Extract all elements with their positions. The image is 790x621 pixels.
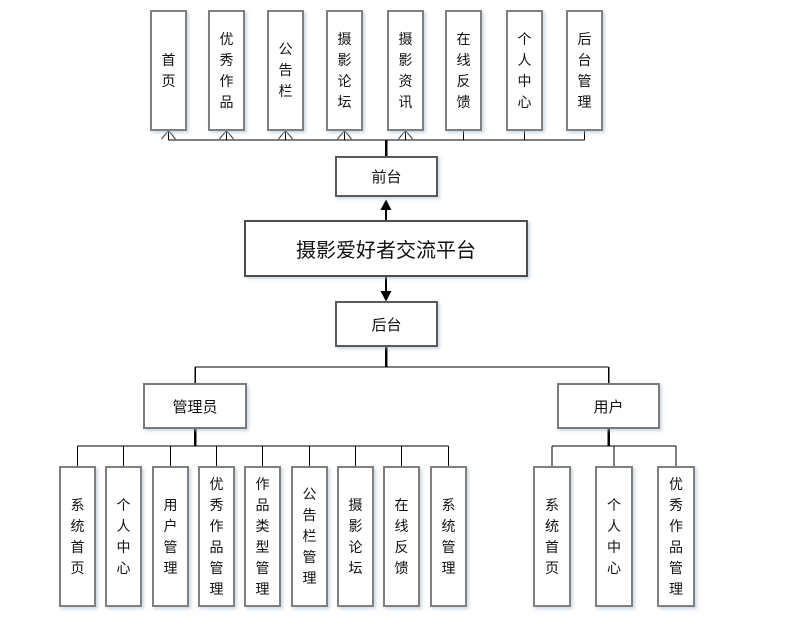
front-bus-line <box>167 131 586 156</box>
front-item-photo-forum: 摄影论坛 <box>326 10 363 131</box>
admin-item-photo-forum: 摄影论坛 <box>337 466 374 607</box>
admin-node-label: 管理员 <box>172 398 218 416</box>
front-item-home-label: 首页 <box>161 51 176 89</box>
admin-bus-line <box>76 429 450 466</box>
front-item-home: 首页 <box>150 10 187 131</box>
admin-item-announcement-management: 公告栏管理 <box>291 466 328 607</box>
admin-item-work-type-management: 作品类型管理 <box>244 466 281 607</box>
front-item-backend-management-label: 后台管理 <box>577 30 592 110</box>
user-item-system-home: 系统首页 <box>533 466 571 607</box>
front-item-announcement-board-label: 公告栏 <box>278 41 293 99</box>
admin-item-photo-forum-label: 摄影论坛 <box>348 496 363 576</box>
admin-item-featured-works-management: 优秀作品管理 <box>198 466 235 607</box>
admin-item-personal-center-label: 个人中心 <box>116 496 131 576</box>
front-item-online-feedback: 在线反馈 <box>445 10 482 131</box>
user-item-personal-center: 个人中心 <box>595 466 633 607</box>
front-item-featured-works-label: 优秀作品 <box>219 30 234 110</box>
front-item-announcement-board: 公告栏 <box>267 10 304 131</box>
front-item-personal-center-label: 个人中心 <box>517 30 532 110</box>
admin-item-system-home-label: 系统首页 <box>70 496 85 576</box>
admin-item-user-management: 用户管理 <box>152 466 189 607</box>
user-item-featured-works-management-label: 优秀作品管理 <box>669 475 683 597</box>
front-item-photo-forum-label: 摄影论坛 <box>337 30 352 110</box>
root-node-label: 摄影爱好者交流平台 <box>296 240 476 262</box>
front-item-backend-management: 后台管理 <box>566 10 603 131</box>
back-branch-lines <box>194 347 610 383</box>
root-node: 摄影爱好者交流平台 <box>244 220 528 277</box>
arrow-root-to-back <box>380 277 392 302</box>
user-item-system-home-label: 系统首页 <box>545 496 559 576</box>
admin-item-online-feedback: 在线反馈 <box>383 466 420 607</box>
admin-item-work-type-management-label: 作品类型管理 <box>255 475 270 597</box>
arrow-root-to-front <box>380 199 392 220</box>
front-item-photo-news-label: 摄影资讯 <box>398 30 413 110</box>
back-node: 后台 <box>335 301 438 347</box>
admin-item-system-home: 系统首页 <box>59 466 96 607</box>
admin-item-user-management-label: 用户管理 <box>163 496 178 576</box>
front-node: 前台 <box>335 156 438 197</box>
admin-item-personal-center: 个人中心 <box>105 466 142 607</box>
user-node: 用户 <box>557 383 660 429</box>
user-item-featured-works-management: 优秀作品管理 <box>657 466 695 607</box>
front-node-label: 前台 <box>371 169 402 186</box>
admin-node: 管理员 <box>143 383 247 429</box>
admin-item-system-management: 系统管理 <box>430 466 467 607</box>
admin-item-system-management-label: 系统管理 <box>441 496 456 576</box>
front-item-personal-center: 个人中心 <box>506 10 543 131</box>
front-item-photo-news: 摄影资讯 <box>387 10 424 131</box>
admin-item-announcement-management-label: 公告栏管理 <box>302 486 317 586</box>
open-arrowhead-icons <box>161 129 413 140</box>
back-node-label: 后台 <box>371 316 402 334</box>
admin-item-online-feedback-label: 在线反馈 <box>394 496 409 576</box>
admin-item-featured-works-management-label: 优秀作品管理 <box>209 475 224 597</box>
user-node-label: 用户 <box>593 398 624 416</box>
front-item-featured-works: 优秀作品 <box>208 10 245 131</box>
user-bus-line <box>551 429 677 466</box>
user-item-personal-center-label: 个人中心 <box>607 496 621 576</box>
front-item-online-feedback-label: 在线反馈 <box>456 30 471 110</box>
